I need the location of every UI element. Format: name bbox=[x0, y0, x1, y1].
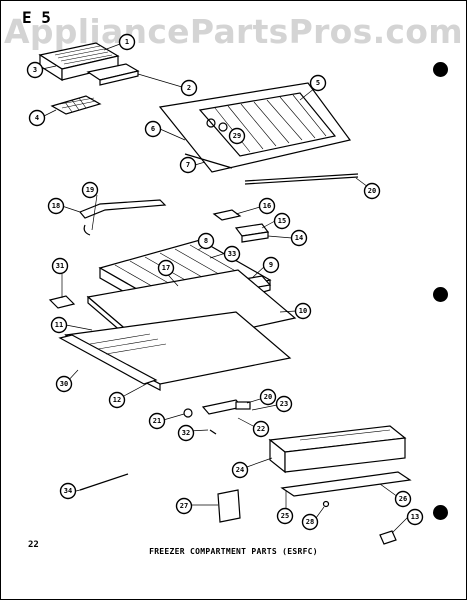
svg-text:30: 30 bbox=[60, 380, 68, 388]
svg-text:24: 24 bbox=[236, 466, 244, 474]
svg-text:8: 8 bbox=[204, 237, 208, 245]
page-number: 22 bbox=[28, 540, 39, 550]
part-mounting-plate bbox=[217, 489, 241, 523]
callout-4: 4 bbox=[28, 109, 46, 127]
svg-text:1: 1 bbox=[125, 38, 129, 46]
part-cover-trim bbox=[184, 153, 233, 169]
svg-text:34: 34 bbox=[64, 487, 72, 495]
callout-35: 34 bbox=[59, 482, 77, 500]
callout-2: 2 bbox=[180, 79, 198, 97]
svg-text:25: 25 bbox=[281, 512, 289, 520]
svg-text:31: 31 bbox=[56, 262, 64, 270]
part-freezer-floor bbox=[58, 311, 292, 391]
svg-text:29: 29 bbox=[233, 132, 241, 140]
svg-text:12: 12 bbox=[113, 396, 121, 404]
callout-20-rod: 20 bbox=[363, 182, 381, 200]
corner-mark: E 5 bbox=[22, 8, 51, 27]
svg-text:2: 2 bbox=[187, 84, 191, 92]
svg-text:15: 15 bbox=[278, 217, 286, 225]
svg-text:20: 20 bbox=[264, 393, 272, 401]
callout-14: 14 bbox=[290, 229, 308, 247]
part-ice-cube-tray bbox=[50, 95, 102, 115]
part-rod-edge bbox=[244, 176, 359, 185]
svg-text:5: 5 bbox=[316, 79, 320, 87]
svg-text:19: 19 bbox=[86, 186, 94, 194]
svg-text:21: 21 bbox=[153, 417, 161, 425]
part-screw bbox=[322, 500, 330, 508]
callout-11: 11 bbox=[50, 316, 68, 334]
part-ice-bucket bbox=[38, 42, 120, 82]
callout-16: 16 bbox=[258, 197, 276, 215]
svg-text:11: 11 bbox=[55, 321, 63, 329]
svg-text:27: 27 bbox=[180, 502, 188, 510]
callout-7: 7 bbox=[179, 156, 197, 174]
callout-33: 32 bbox=[177, 424, 195, 442]
svg-text:22: 22 bbox=[257, 425, 265, 433]
part-clip bbox=[379, 530, 397, 545]
svg-text:33: 33 bbox=[228, 250, 236, 258]
callout-23: 23 bbox=[275, 395, 293, 413]
callout-12: 12 bbox=[108, 391, 126, 409]
svg-text:20: 20 bbox=[368, 187, 376, 195]
callout-13: 13 bbox=[406, 508, 424, 526]
part-small-bracket bbox=[48, 295, 76, 309]
svg-text:26: 26 bbox=[399, 495, 407, 503]
callout-5: 5 bbox=[309, 74, 327, 92]
svg-text:18: 18 bbox=[52, 202, 60, 210]
callout-32: 31 bbox=[51, 257, 69, 275]
svg-text:10: 10 bbox=[299, 307, 307, 315]
svg-text:4: 4 bbox=[35, 114, 39, 122]
callout-25: 25 bbox=[276, 507, 294, 525]
part-defrost-heater-wire bbox=[79, 199, 167, 236]
diagram-caption: FREEZER COMPARTMENT PARTS (ESRFC) bbox=[149, 547, 318, 556]
svg-text:17: 17 bbox=[162, 264, 170, 272]
callout-18: 18 bbox=[47, 197, 65, 215]
binder-hole-top bbox=[433, 62, 448, 77]
callout-26: 26 bbox=[394, 490, 412, 508]
callout-19: 19 bbox=[81, 181, 99, 199]
part-defrost-timer bbox=[212, 209, 270, 243]
callout-34: 33 bbox=[223, 245, 241, 263]
part-wire bbox=[79, 473, 129, 491]
part-ice-tray-drawer bbox=[86, 63, 140, 86]
callout-9: 9 bbox=[262, 256, 280, 274]
svg-text:23: 23 bbox=[280, 400, 288, 408]
part-fan-motor-assembly bbox=[183, 399, 251, 435]
callout-1: 1 bbox=[118, 33, 136, 51]
callout-31: 30 bbox=[55, 375, 73, 393]
svg-text:9: 9 bbox=[269, 261, 273, 269]
svg-text:32: 32 bbox=[182, 429, 190, 437]
callout-29: 29 bbox=[228, 127, 246, 145]
svg-text:28: 28 bbox=[306, 518, 314, 526]
svg-text:3: 3 bbox=[33, 66, 37, 74]
callout-24: 24 bbox=[231, 461, 249, 479]
callout-20-fan: 20 bbox=[259, 388, 277, 406]
callout-21: 21 bbox=[148, 412, 166, 430]
callout-22: 22 bbox=[252, 420, 270, 438]
callout-27: 27 bbox=[175, 497, 193, 515]
svg-text:14: 14 bbox=[295, 234, 303, 242]
watermark: AppliancePartsPros.com bbox=[4, 12, 463, 51]
svg-text:13: 13 bbox=[411, 513, 419, 521]
part-shelf-rail bbox=[268, 425, 412, 497]
svg-text:7: 7 bbox=[186, 161, 190, 169]
part-rod bbox=[244, 173, 359, 182]
binder-hole-middle bbox=[433, 287, 448, 302]
callout-28: 28 bbox=[301, 513, 319, 531]
binder-hole-bottom bbox=[433, 505, 448, 520]
callout-8: 8 bbox=[197, 232, 215, 250]
callout-6: 6 bbox=[144, 120, 162, 138]
callout-17: 17 bbox=[157, 259, 175, 277]
callout-15: 15 bbox=[273, 212, 291, 230]
svg-text:16: 16 bbox=[263, 202, 271, 210]
callout-10: 10 bbox=[294, 302, 312, 320]
part-evaporator-cover bbox=[158, 82, 352, 173]
callout-3: 3 bbox=[26, 61, 44, 79]
svg-text:6: 6 bbox=[151, 125, 155, 133]
